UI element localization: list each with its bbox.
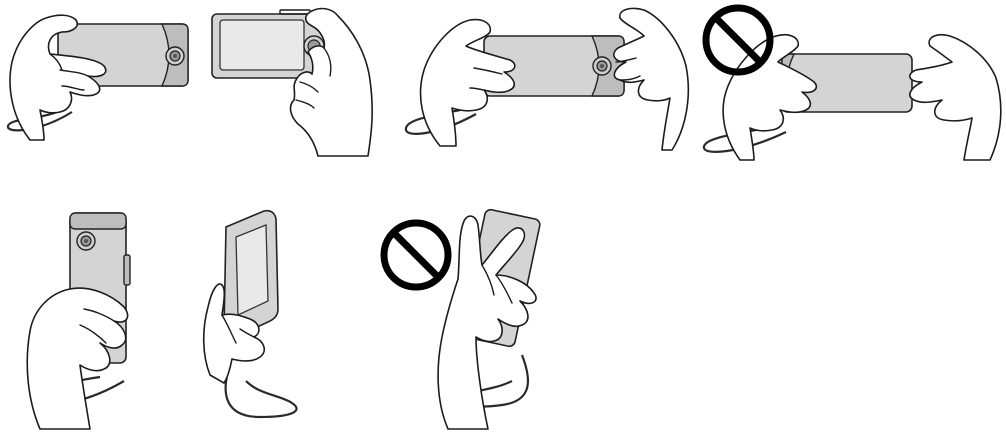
prohibited-sign-icon	[706, 8, 770, 72]
figure-portrait-back-correct	[180, 205, 330, 434]
camera-top	[70, 213, 126, 229]
lcd-screen	[220, 20, 304, 70]
figure-landscape-back-correct	[200, 0, 400, 160]
right-hand	[910, 35, 1001, 160]
prohibited-sign-icon	[384, 223, 448, 287]
buttons	[280, 10, 310, 14]
side-button	[124, 255, 130, 285]
figure-landscape-covering-lens-wrong	[700, 0, 1006, 180]
figure-landscape-front-correct	[0, 0, 200, 160]
lens-icon	[166, 47, 184, 65]
lens-icon	[77, 232, 95, 250]
lens-icon	[593, 57, 611, 75]
figure-portrait-front-correct	[20, 205, 180, 434]
wrist-strap	[226, 365, 297, 417]
figure-portrait-covering-lens-wrong	[372, 205, 562, 434]
lcd-screen	[236, 225, 268, 315]
figure-landscape-two-hands-correct	[400, 0, 700, 160]
